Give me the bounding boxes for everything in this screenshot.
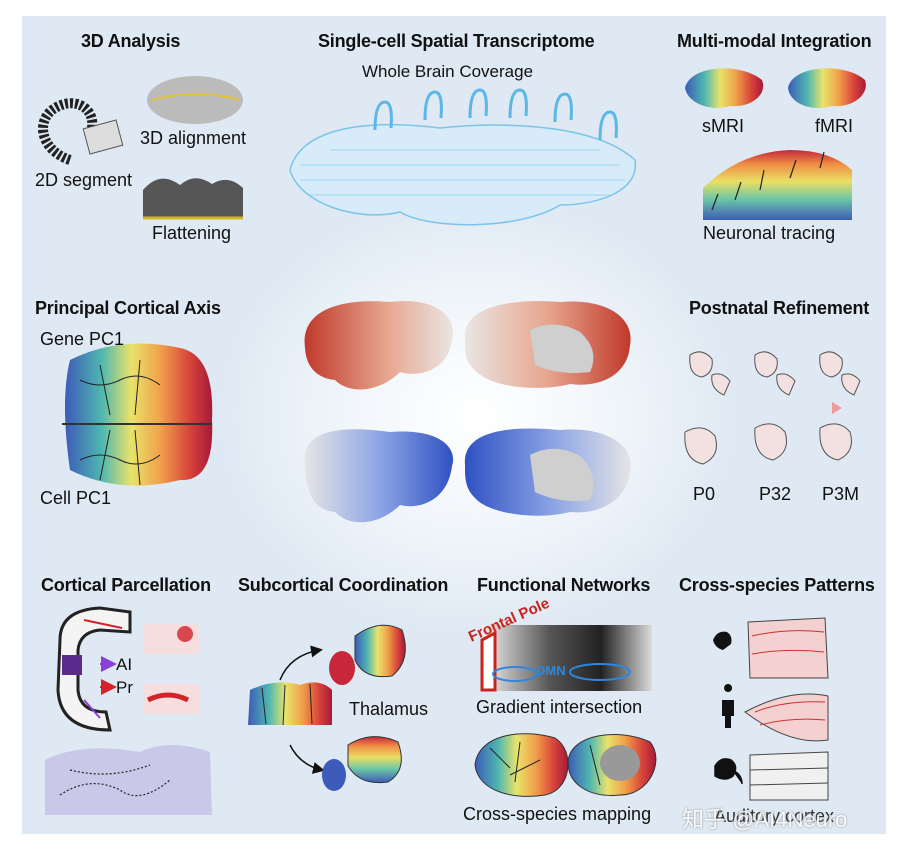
label-fmri: fMRI xyxy=(815,116,853,136)
parcellation-section-graphic xyxy=(45,606,212,815)
section-title-postnatal: Postnatal Refinement xyxy=(689,298,870,318)
label-p0: P0 xyxy=(693,484,716,504)
section-title-spatial: Single-cell Spatial Transcriptome xyxy=(318,31,595,51)
monkey-icon xyxy=(714,758,743,785)
label-cross-species-mapping: Cross-species mapping xyxy=(463,804,652,824)
subcortical-section-graphic xyxy=(248,624,406,791)
label-cell-pc1: Cell PC1 xyxy=(40,488,112,508)
gradient-intersection-graphic xyxy=(480,625,652,692)
label-auditory-cortex: Auditory cortex xyxy=(714,806,835,826)
label-thalamus: Thalamus xyxy=(349,699,429,719)
label-flattening: Flattening xyxy=(152,223,232,243)
section-title-subcortical: Subcortical Coordination xyxy=(238,575,449,595)
flattening-slab-graphic xyxy=(143,178,243,220)
label-2d-segment: 2D segment xyxy=(35,170,133,190)
section-title-multimodal: Multi-modal Integration xyxy=(677,31,872,51)
alignment-brain-graphic xyxy=(147,76,243,124)
whole-brain-slices-graphic xyxy=(289,88,637,226)
smri-brain-graphic xyxy=(685,68,764,108)
human-icon xyxy=(722,684,734,728)
flatmap-gradient-graphic xyxy=(62,343,213,486)
segment-spiral-graphic xyxy=(38,98,124,165)
label-smri: sMRI xyxy=(702,116,744,136)
postnatal-timeline-graphic xyxy=(684,351,861,465)
label-dmn: DMN xyxy=(536,663,566,678)
section-title-cross-species: Cross-species Patterns xyxy=(679,575,875,595)
section-title-functional: Functional Networks xyxy=(477,575,651,595)
section-title-3d-analysis: 3D Analysis xyxy=(81,31,181,51)
label-whole-brain-coverage: Whole Brain Coverage xyxy=(362,62,534,81)
cool-medial-brain-graphic xyxy=(464,428,631,516)
warm-medial-brain-graphic xyxy=(464,301,631,388)
label-ai: AI xyxy=(116,655,133,674)
fmri-brain-graphic xyxy=(788,68,866,108)
section-title-parcellation: Cortical Parcellation xyxy=(41,575,211,595)
warm-lateral-brain-graphic xyxy=(304,301,454,390)
section-title-principal-axis: Principal Cortical Axis xyxy=(35,298,221,318)
mouse-icon xyxy=(713,631,732,650)
label-p3m: P3M xyxy=(822,484,860,504)
label-3d-alignment: 3D alignment xyxy=(140,128,247,148)
cool-lateral-brain-graphic xyxy=(304,429,454,523)
neuronal-tracing-graphic xyxy=(703,150,852,220)
cross-species-mapping-graphic xyxy=(474,733,657,797)
label-neuronal-tracing: Neuronal tracing xyxy=(703,223,836,243)
watermark: 知乎 @AI4Neuro xyxy=(682,807,848,832)
label-pr: Pr xyxy=(116,678,133,697)
label-p32: P32 xyxy=(759,484,792,504)
label-gradient-intersection: Gradient intersection xyxy=(476,697,643,717)
label-gene-pc1: Gene PC1 xyxy=(40,329,125,349)
cross-species-section-graphic xyxy=(744,617,829,801)
